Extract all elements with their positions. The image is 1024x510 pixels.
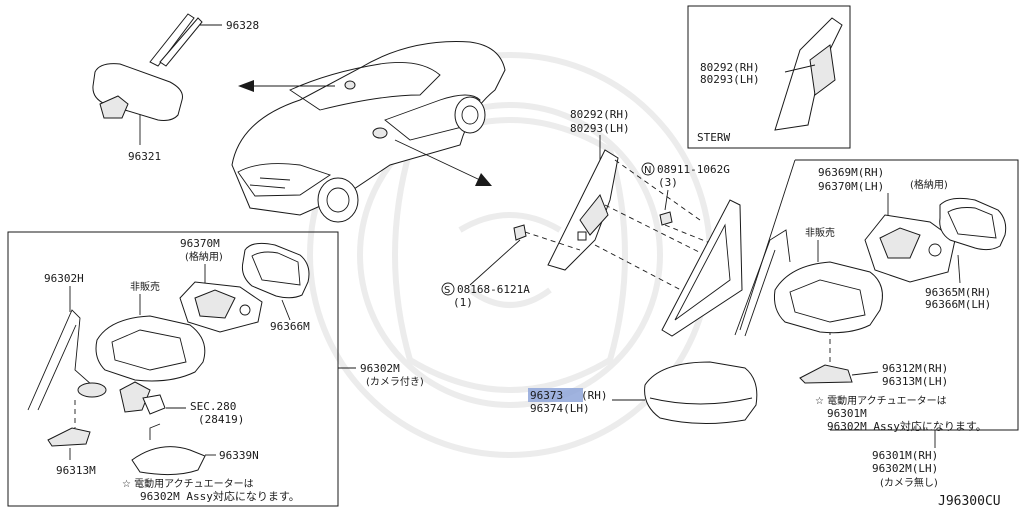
screw-symbol xyxy=(441,282,455,296)
label-96366m-lh: 96366M(LH) xyxy=(925,298,991,311)
label-sterw: STERW xyxy=(697,131,730,144)
camera-sec280 xyxy=(119,381,166,415)
nut-symbol-letter: N xyxy=(644,165,651,176)
mirror-outline-right xyxy=(734,229,791,337)
leader-96366m-left xyxy=(281,299,291,321)
label-96373[interactable]: 96373 xyxy=(530,389,563,402)
left-detail-box xyxy=(7,231,339,507)
label-96370m-left: 96370M xyxy=(180,237,220,250)
note-right-line1: ☆ 電動用アクチュエーターは xyxy=(815,394,947,407)
label-not-for-sale-right: 非販売 xyxy=(805,226,835,239)
label-96312m: 96312M(RH) xyxy=(882,362,948,375)
label-screw-part: 08168-6121A xyxy=(457,283,530,296)
leader-80292-top xyxy=(784,64,816,73)
note-left-line1: ☆ 電動用アクチュエーターは xyxy=(122,477,254,490)
inner-mirror-bracket xyxy=(149,13,203,67)
leader-96365m xyxy=(957,254,961,284)
screw-symbol-letter: S xyxy=(444,285,450,296)
label-96369m: 96369M(RH) xyxy=(818,166,884,179)
label-96313m-lh: 96313M(LH) xyxy=(882,375,948,388)
note-right-line2: 96301M xyxy=(827,407,867,420)
label-80292-rh-top: 80292(RH) xyxy=(700,61,760,74)
label-96339n: 96339N xyxy=(219,449,259,462)
sterw-box xyxy=(687,5,851,149)
label-not-for-sale-left: 非販売 xyxy=(130,280,160,293)
right-box-diagonal xyxy=(739,159,796,331)
mirror-skull-cap xyxy=(644,361,758,425)
label-80293-lh-top: 80293(LH) xyxy=(700,73,760,86)
mirror-glass-right xyxy=(939,197,1007,251)
leader-screw xyxy=(469,239,521,286)
mirror-housing-right xyxy=(774,261,883,334)
harness-96339n xyxy=(131,423,206,476)
label-96302m-lh: 96302M(LH) xyxy=(872,462,938,475)
screw-dash xyxy=(524,231,581,251)
actuator-right xyxy=(864,214,956,283)
nut-part xyxy=(659,211,673,226)
mirror-outline-left xyxy=(27,309,107,411)
diagram-code: J96300CU xyxy=(938,494,1001,509)
label-sec-ref: (28419) xyxy=(198,413,244,426)
mirror-pointer-arrows xyxy=(238,80,492,186)
nut-symbol xyxy=(641,162,655,176)
label-80293-lh: 80293(LH) xyxy=(570,122,630,135)
note-left-line2: 96302M Assy対応になります。 xyxy=(140,489,300,503)
label-96370m-lh: 96370M(LH) xyxy=(818,180,884,193)
mirror-glass-left xyxy=(241,242,310,299)
note-right-line3: 96302M Assy対応になります。 xyxy=(827,419,987,433)
actuator-left xyxy=(179,281,263,333)
corner-finisher xyxy=(547,149,619,271)
label-96365m: 96365M(RH) xyxy=(925,286,991,299)
label-nut-part: 08911-1062G xyxy=(657,163,730,176)
label-screw-qty: (1) xyxy=(453,296,473,309)
mirror-housing-left xyxy=(95,315,206,382)
cover-96312m xyxy=(799,364,853,384)
sterw-corner-finisher xyxy=(774,17,843,131)
leader-nut xyxy=(664,189,669,211)
label-sec280: SEC.280 xyxy=(190,400,236,413)
label-96301m-rh: 96301M(RH) xyxy=(872,449,938,462)
highlight-96373[interactable] xyxy=(528,388,583,402)
label-96302m-left: 96302M xyxy=(360,362,400,375)
inner-rear-view-mirror xyxy=(92,63,183,121)
screw-part xyxy=(513,224,527,241)
label-storage-left: (格納用) xyxy=(185,250,223,263)
leader-96312m xyxy=(851,371,879,376)
mirror-base xyxy=(661,199,743,337)
label-96302h: 96302H xyxy=(44,272,84,285)
right-detail-box xyxy=(795,159,1019,431)
label-96374: 96374(LH) xyxy=(530,402,590,415)
label-96366m-left: 96366M xyxy=(270,320,310,333)
label-96373-suffix: (RH) xyxy=(581,389,608,402)
label-storage-right: (格納用) xyxy=(910,178,948,191)
label-no-camera: (カメラ無し) xyxy=(880,476,938,489)
label-96328: 96328 xyxy=(226,19,259,32)
label-with-camera: (カメラ付き) xyxy=(366,375,424,388)
label-nut-qty: (3) xyxy=(658,176,678,189)
label-96313m-left: 96313M xyxy=(56,464,96,477)
car-illustration xyxy=(231,41,506,223)
cover-96313m-left xyxy=(47,427,91,447)
label-96321: 96321 xyxy=(128,150,161,163)
label-80292-rh: 80292(RH) xyxy=(570,108,630,121)
